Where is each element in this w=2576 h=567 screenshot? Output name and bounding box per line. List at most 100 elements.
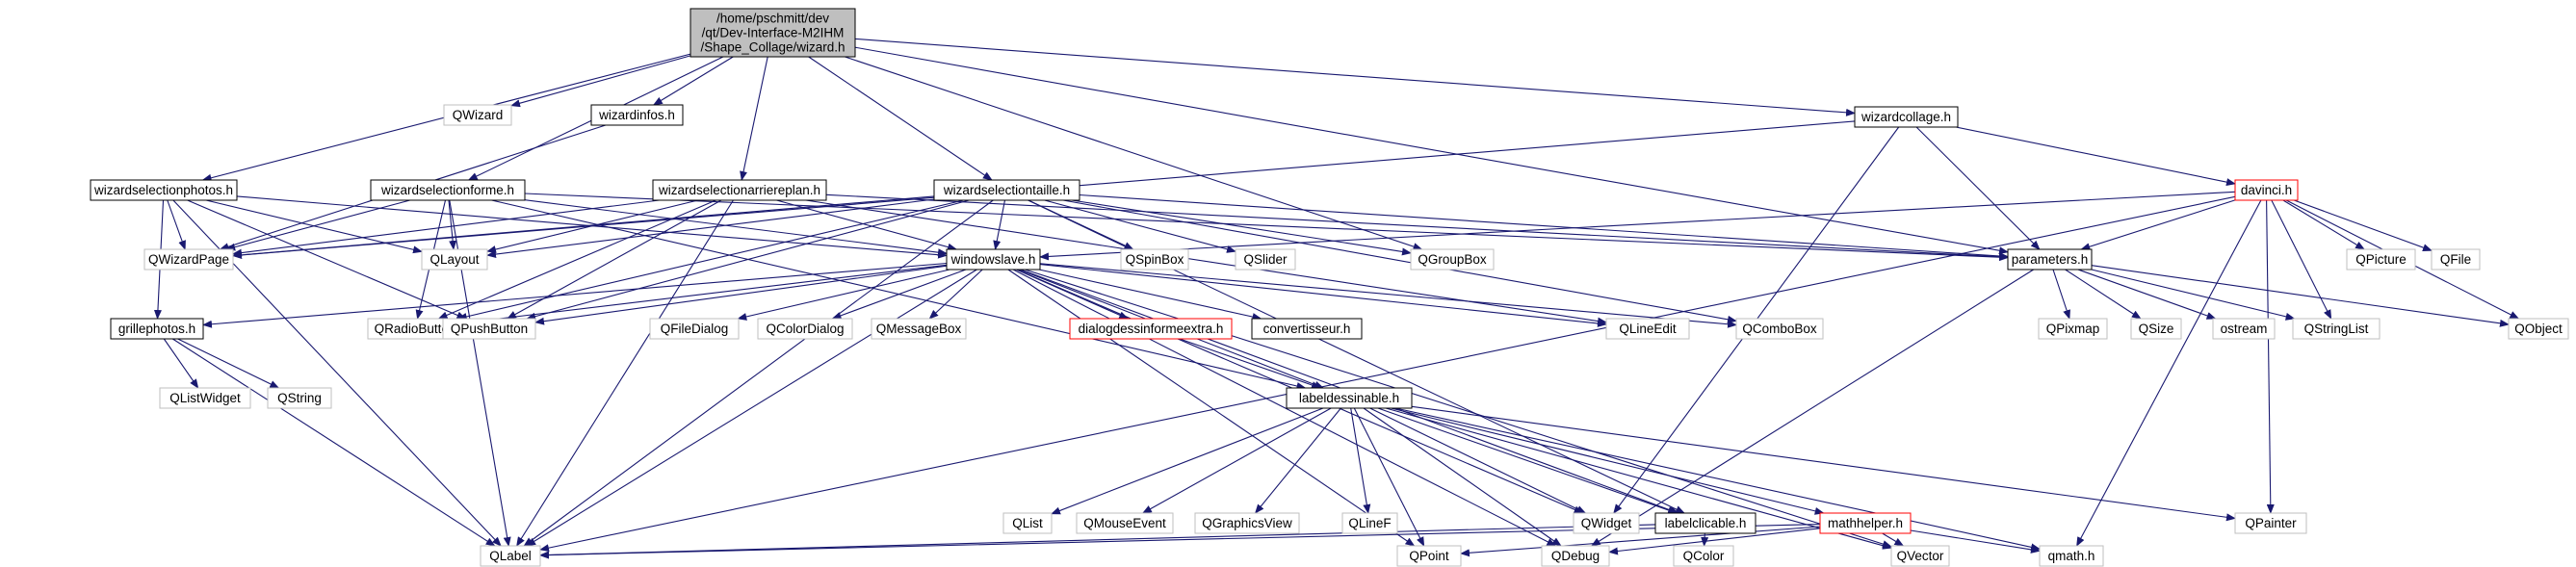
node-box	[443, 104, 512, 126]
node-box	[2431, 248, 2481, 271]
node-QMouseEvent[interactable]: QMouseEvent	[1076, 512, 1174, 534]
node-wsforme[interactable]: wizardselectionforme.h	[370, 179, 526, 201]
node-label: qmath.h	[2048, 549, 2095, 563]
node-QPoint[interactable]: QPoint	[1396, 545, 1462, 567]
node-windowslave[interactable]: windowslave.h	[946, 248, 1041, 271]
node-QPushButton[interactable]: QPushButton	[442, 318, 536, 340]
node-wizardcollage[interactable]: wizardcollage.h	[1854, 106, 1959, 128]
edge-wstaille-to-QPushButton	[526, 199, 970, 321]
edge-wstaille-to-labelclicable	[1028, 199, 1685, 514]
nodes-layer: /home/pschmitt/dev/qt/Dev-Interface-M2IH…	[90, 8, 2569, 567]
node-parameters[interactable]: parameters.h	[2007, 248, 2093, 271]
edge-labeldessinable-to-qmath	[1394, 407, 2041, 552]
node-wizard[interactable]: /home/pschmitt/dev/qt/Dev-Interface-M2IH…	[690, 8, 856, 58]
node-QComboBox[interactable]: QComboBox	[1735, 318, 1824, 340]
edge-davinci-to-windowslave	[1039, 191, 2236, 261]
node-box	[1819, 512, 1912, 534]
node-qmath[interactable]: qmath.h	[2039, 545, 2104, 567]
node-QSpinBox[interactable]: QSpinBox	[1120, 248, 1189, 271]
edge-wizard-to-parameters	[854, 46, 2009, 255]
node-label: QPoint	[1409, 549, 1449, 563]
node-wizardinfos[interactable]: wizardinfos.h	[590, 104, 684, 126]
node-QList[interactable]: QList	[1002, 512, 1053, 534]
node-box	[871, 318, 967, 340]
node-label: QRadioButton	[375, 322, 456, 336]
node-QLabel[interactable]: QLabel	[480, 545, 541, 567]
node-label: QColorDialog	[766, 322, 844, 336]
node-QSize[interactable]: QSize	[2130, 318, 2182, 340]
node-box	[110, 318, 204, 340]
edge-mathhelper-to-qmath	[1910, 529, 2041, 554]
node-box	[1396, 545, 1462, 567]
edge-wsforme-to-QLabel	[449, 199, 511, 547]
node-QPicture[interactable]: QPicture	[2346, 248, 2416, 271]
node-grillephotos[interactable]: grillephotos.h	[110, 318, 204, 340]
edge-davinci-to-parameters	[2080, 199, 2236, 251]
edge-wsforme-to-parameters	[524, 193, 2009, 262]
edge-davinci-to-qmath	[2076, 199, 2262, 547]
node-QRadioButton[interactable]: QRadioButton	[367, 318, 463, 340]
node-box	[2212, 318, 2276, 340]
node-QFileDialog[interactable]: QFileDialog	[649, 318, 740, 340]
edge-davinci-to-QPainter	[2266, 199, 2275, 514]
node-box	[480, 545, 541, 567]
node-label: windowslave.h	[950, 252, 1036, 267]
node-QVector[interactable]: QVector	[1890, 545, 1950, 567]
node-QLineEdit[interactable]: QLineEdit	[1605, 318, 1690, 340]
edge-windowslave-to-QRadioButton	[461, 264, 948, 326]
node-convertisseur[interactable]: convertisseur.h	[1251, 318, 1363, 340]
node-wsarriere[interactable]: wizardselectionarriereplan.h	[652, 179, 827, 201]
node-mathhelper[interactable]: mathhelper.h	[1819, 512, 1912, 534]
node-wsphotos[interactable]: wizardselectionphotos.h	[90, 179, 238, 201]
node-QLayout[interactable]: QLayout	[421, 248, 488, 271]
node-QObject[interactable]: QObject	[2508, 318, 2569, 340]
node-label: QColor	[1683, 549, 1725, 563]
node-label: QSlider	[1243, 252, 1288, 267]
node-QWizardPage[interactable]: QWizardPage	[143, 248, 234, 271]
edge-wsarriere-to-parameters	[825, 193, 2009, 261]
node-QPainter[interactable]: QPainter	[2234, 512, 2307, 534]
node-QColor[interactable]: QColor	[1673, 545, 1734, 567]
edge-labelclicable-to-QLabel	[539, 524, 1656, 559]
node-ostream[interactable]: ostream	[2212, 318, 2276, 340]
edge-wizard-to-wsarriere	[740, 56, 768, 181]
edge-labeldessinable-to-QWidget	[1369, 407, 1587, 514]
node-label: grillephotos.h	[118, 322, 195, 336]
node-box	[2234, 179, 2299, 201]
node-QGroupBox[interactable]: QGroupBox	[1410, 248, 1495, 271]
node-QFile[interactable]: QFile	[2431, 248, 2481, 271]
node-QListWidget[interactable]: QListWidget	[159, 387, 251, 409]
node-dialogdessin[interactable]: dialogdessinformeextra.h	[1069, 318, 1233, 340]
node-QMessageBox[interactable]: QMessageBox	[871, 318, 967, 340]
edge-wizard-to-QGroupBox	[845, 56, 1423, 250]
node-QString[interactable]: QString	[267, 387, 332, 409]
edge-grillephotos-to-QListWidget	[163, 338, 199, 389]
node-box	[1076, 512, 1174, 534]
node-label: QPushButton	[451, 322, 528, 336]
node-QColorDialog[interactable]: QColorDialog	[757, 318, 853, 340]
node-labeldessinable[interactable]: labeldessinable.h	[1286, 387, 1413, 409]
node-QWizard[interactable]: QWizard	[443, 104, 512, 126]
node-QLineF[interactable]: QLineF	[1341, 512, 1398, 534]
node-QDebug[interactable]: QDebug	[1541, 545, 1610, 567]
node-labelclicable[interactable]: labelclicable.h	[1654, 512, 1756, 534]
edge-wstaille-to-QGroupBox	[1071, 199, 1412, 256]
node-QPixmap[interactable]: QPixmap	[2038, 318, 2108, 340]
node-QSlider[interactable]: QSlider	[1235, 248, 1296, 271]
edge-labeldessinable-to-QLineF	[1350, 407, 1371, 514]
node-QStringList[interactable]: QStringList	[2292, 318, 2381, 340]
node-label: wizardcollage.h	[1860, 110, 1951, 124]
edge-labeldessinable-to-QDebug	[1363, 407, 1562, 547]
edge-labeldessinable-to-QGraphicsView	[1254, 407, 1341, 514]
node-QWidget[interactable]: QWidget	[1573, 512, 1640, 534]
node-QGraphicsView[interactable]: QGraphicsView	[1194, 512, 1300, 534]
node-box	[1573, 512, 1640, 534]
node-box	[590, 104, 684, 126]
node-wstaille[interactable]: wizardselectiontaille.h	[933, 179, 1080, 201]
edge-wizardcollage-to-davinci	[1956, 126, 2236, 187]
node-box	[933, 179, 1080, 201]
node-box	[649, 318, 740, 340]
node-label: QObject	[2514, 322, 2563, 336]
node-davinci[interactable]: davinci.h	[2234, 179, 2299, 201]
node-label: wizardselectionforme.h	[380, 183, 514, 197]
